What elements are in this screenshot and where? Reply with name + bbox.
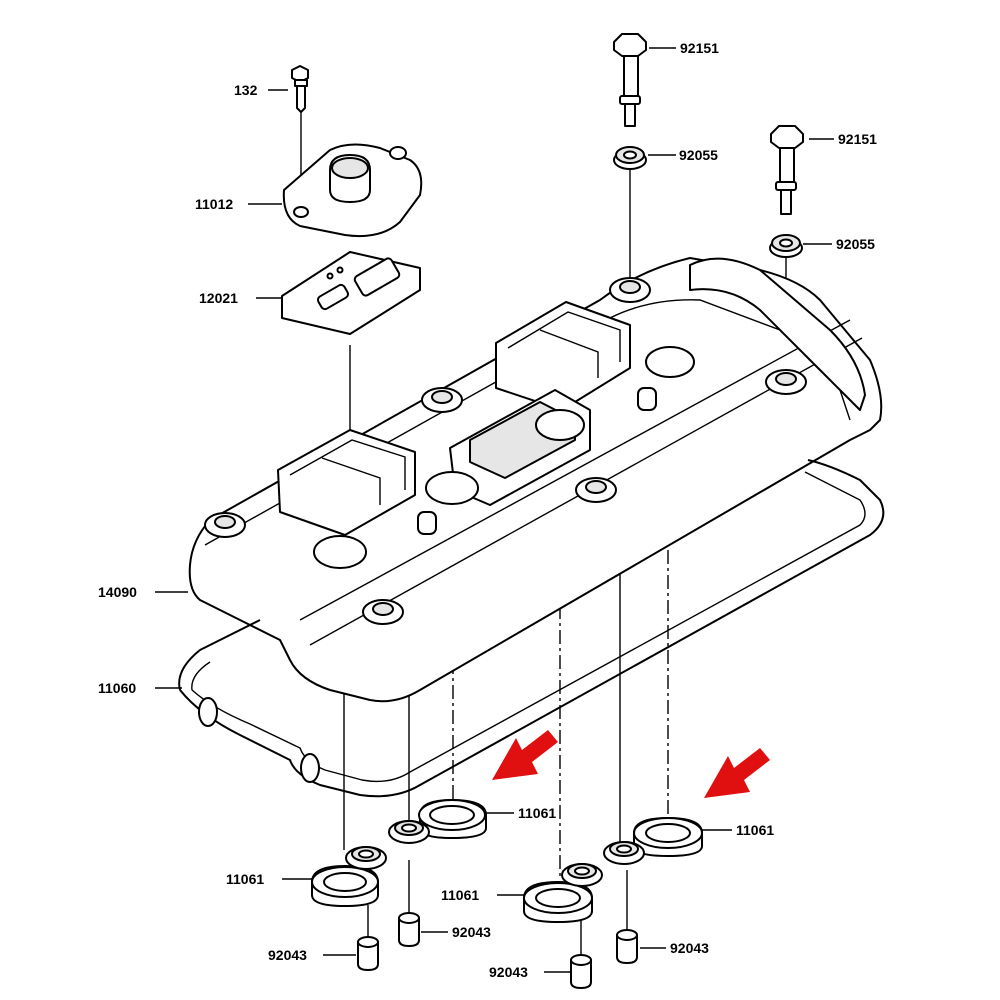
dowel-92043-b: [398, 912, 420, 947]
callout-92043-d: 92043: [670, 940, 709, 956]
callout-11061-a: 11061: [518, 805, 556, 821]
callout-14090: 14090: [98, 584, 137, 600]
small-seal-2: [388, 820, 430, 844]
callout-92055-a: 92055: [679, 147, 718, 163]
bolt-92151-a: [613, 33, 647, 127]
washer-92055-b: [769, 234, 803, 258]
callout-12021: 12021: [199, 290, 238, 306]
callout-92043-a: 92043: [268, 947, 307, 963]
head-cover-14090: [188, 257, 883, 703]
dowel-92043-d: [616, 929, 638, 964]
breather-cover-11012: [282, 143, 423, 238]
callout-11012: 11012: [195, 196, 233, 212]
bolt-92151-b: [770, 125, 804, 215]
small-seal-3: [561, 863, 603, 887]
seal-11061-c: [311, 865, 379, 907]
boss-6: [765, 369, 807, 395]
small-seal-4: [603, 841, 645, 865]
callout-11060: 11060: [98, 680, 136, 696]
callout-92043-b: 92043: [452, 924, 491, 940]
red-arrow-left: [492, 730, 558, 780]
callout-92151-b: 92151: [838, 131, 877, 147]
washer-92055-a: [613, 146, 647, 170]
gasket-11060: [178, 459, 885, 798]
seal-11061-b: [633, 817, 703, 857]
callout-11061-c: 11061: [226, 871, 264, 887]
boss-5: [362, 599, 404, 625]
seal-11061-a: [418, 799, 487, 839]
callout-11061-d: 11061: [441, 887, 479, 903]
seal-11061-d: [523, 881, 593, 923]
callout-132: 132: [234, 82, 258, 98]
small-seal-1: [345, 846, 387, 870]
bolt-132: [291, 65, 309, 113]
boss-2: [421, 387, 463, 413]
callout-92043-c: 92043: [489, 964, 528, 980]
gasket-12021: [281, 251, 421, 335]
callout-labels: 132 11012 12021 14090 11060 92151 92055 …: [98, 40, 877, 980]
callout-92151-a: 92151: [680, 40, 719, 56]
boss-4: [575, 477, 617, 503]
dowel-92043-c: [570, 954, 592, 989]
red-arrow-right: [704, 748, 770, 798]
callout-11061-b: 11061: [736, 822, 774, 838]
boss-1: [204, 512, 246, 538]
callout-92055-b: 92055: [836, 236, 875, 252]
dowel-92043-a: [357, 936, 379, 971]
boss-3: [609, 277, 651, 303]
